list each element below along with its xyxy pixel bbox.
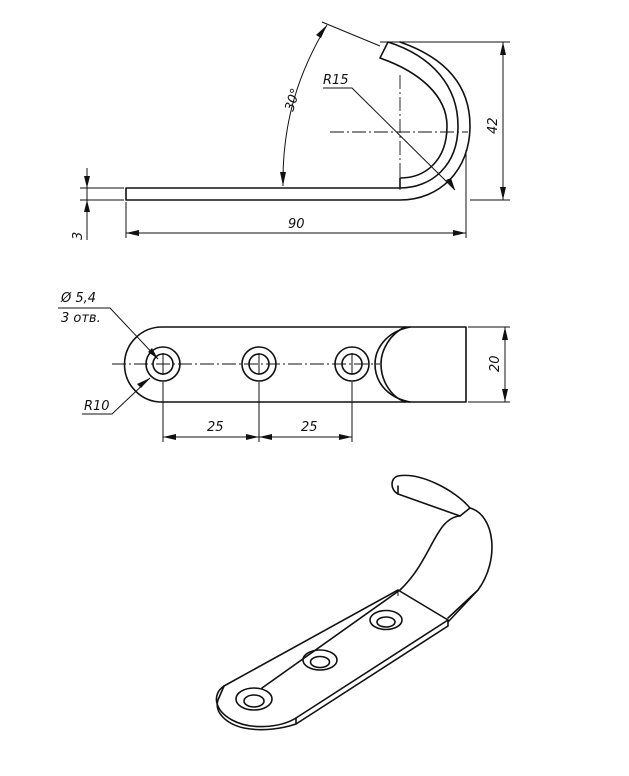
dim-pitch-1-label: 25 — [207, 420, 224, 435]
plate-outline — [123, 326, 467, 403]
dim-length-label: 90 — [288, 217, 305, 232]
angle-extension-line — [321, 21, 381, 47]
top-view: Ø 5,4 3 отв. R10 25 25 20 — [58, 291, 510, 442]
side-view: R15 30° 42 90 3 — [71, 21, 510, 240]
r15-leader — [323, 87, 456, 191]
bend-arc-outer — [374, 326, 411, 403]
dim-width-label: 20 — [488, 355, 503, 372]
bend-arc-inner — [380, 326, 406, 403]
iso-hole-1 — [235, 687, 273, 711]
dim-hole-count-label: 3 отв. — [61, 311, 101, 326]
hole-leader — [58, 307, 159, 360]
r10-leader — [82, 377, 151, 415]
iso-hole-3 — [369, 609, 403, 631]
dim-thickness-label: 3 — [71, 232, 86, 240]
hook-profile — [125, 41, 471, 201]
dim-height-label: 42 — [486, 117, 501, 134]
angle-arc — [282, 24, 328, 187]
dim-hole-diameter-label: Ø 5,4 — [60, 291, 96, 306]
dim-pitch-2-label: 25 — [301, 420, 318, 435]
dim-radius-label: R15 — [323, 73, 349, 88]
iso-plate — [215, 589, 449, 728]
dim-end-radius-label: R10 — [84, 399, 110, 414]
dim-angle-label: 30° — [283, 87, 304, 114]
isometric-view — [215, 474, 493, 731]
iso-hole-2 — [302, 649, 338, 671]
